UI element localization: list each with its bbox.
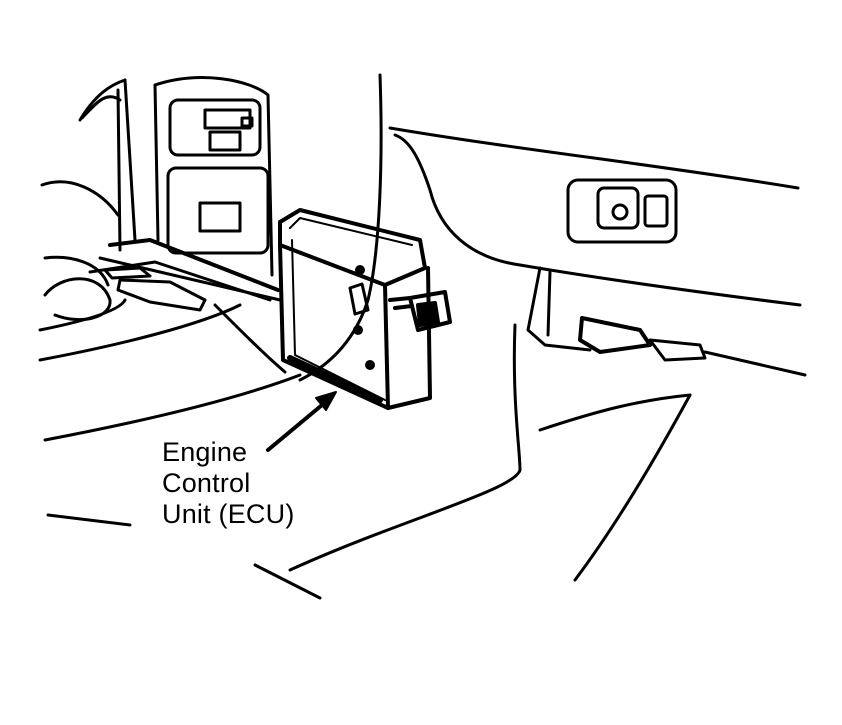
center-console xyxy=(38,76,302,442)
dash-underside xyxy=(288,126,807,582)
callout-line-2: Control xyxy=(162,468,251,498)
callout-line-1: Engine xyxy=(162,437,248,467)
ecu-callout-label: Engine Control Unit (ECU) xyxy=(162,437,295,530)
callout-arrow xyxy=(266,391,337,452)
kick-panel xyxy=(298,73,383,382)
floor xyxy=(46,513,322,600)
ecu-box xyxy=(278,208,452,410)
callout-line-3: Unit (ECU) xyxy=(162,499,295,529)
